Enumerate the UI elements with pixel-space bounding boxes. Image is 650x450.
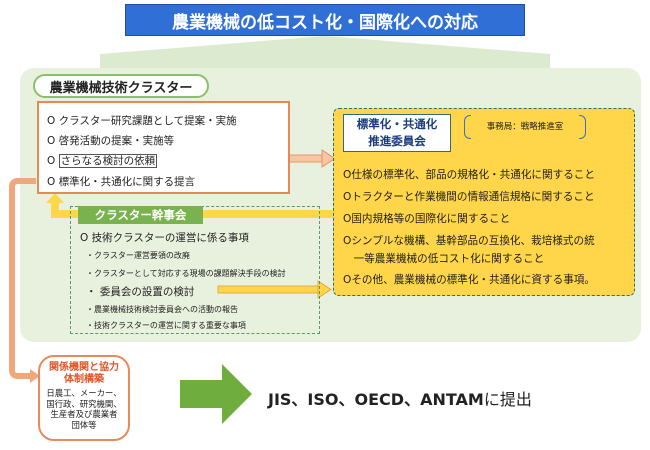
partner-line: 国行政、研究機関、 — [46, 398, 122, 409]
submission-suffix: に提出 — [483, 390, 532, 409]
top-banner-title: 農業機械の低コスト化・国際化への対応 — [125, 4, 525, 36]
orange-loop-arrow — [9, 178, 36, 379]
cluster-title: 農業機械技術クラスター — [33, 74, 209, 98]
proposal-return-arrow — [51, 201, 334, 218]
left-bracket — [464, 115, 471, 139]
partner-title: 関係機関と協力 体制構築 — [49, 362, 119, 385]
executive-item: ・クラスター運営要領の改廃 — [86, 251, 190, 260]
executive-title: クラスター幹事会 — [78, 206, 203, 224]
committee-item: O仕様の標準化、部品の規格化・共通化に関すること — [343, 169, 595, 181]
partner-box: 関係機関と協力 体制構築 日農工、メーカー、 国行政、研究機関、 生産者及び農業… — [38, 355, 130, 441]
executive-item: ・農業機械技術検討委員会への活動の報告 — [86, 305, 238, 314]
committee-item: Oトラクターと作業機間の情報通信規格に関すること — [343, 191, 595, 203]
submission-standards: JIS、ISO、OECD、ANTAM — [268, 390, 484, 409]
committee-item: Oシンプルな機構、基幹部品の互換化、栽培様式の統 — [343, 235, 595, 247]
committee-title-line2: 推進委員会 — [368, 134, 426, 148]
partner-line: 生産者及び農業者 — [50, 409, 118, 419]
cluster-item: O 啓発活動の提案・実施等 — [47, 135, 175, 147]
cluster-item: O 標準化・共通化に関する提言 — [47, 176, 196, 188]
committee-title-line1: 標準化・共通化 — [356, 117, 438, 131]
setup-arrow-head — [317, 280, 332, 299]
partner-line: 日農工、メーカー、 — [46, 388, 122, 398]
executive-item: ・技術クラスターの運営に関する重要な事項 — [86, 321, 246, 330]
upward-arrow-shape — [100, 36, 550, 70]
partner-line: 団体等 — [71, 419, 97, 430]
request-arrow-head — [321, 149, 336, 168]
cluster-box: O クラスター研究課題として提案・実施 O 啓発活動の提案・実施等 O さらなる… — [37, 101, 290, 194]
committee-item: 一等農業機械の低コスト化に関すること — [343, 253, 545, 265]
executive-item: ・クラスターとして対応する現場の課題解決手段の検討 — [86, 269, 286, 278]
committee-title: 標準化・共通化 推進委員会 — [343, 114, 451, 152]
committee-item: O国内規格等の国際化に関すること — [343, 213, 511, 225]
submit-arrow — [180, 364, 252, 424]
right-bracket — [579, 115, 586, 139]
cluster-item: O さらなる検討の依頼 — [47, 154, 158, 168]
proposal-return-arrowhead — [46, 193, 64, 203]
cluster-item: O クラスター研究課題として提案・実施 — [47, 115, 237, 127]
secretariat-note: 事務局：戦略推進室 — [464, 115, 586, 139]
orange-loop-arrowhead — [30, 369, 40, 383]
executive-item: O 技術クラスターの運営に係る事項 — [80, 232, 249, 244]
submission-text: JIS、ISO、OECD、ANTAMに提出 — [268, 386, 648, 412]
committee-item: Oその他、農業機械の標準化・共通化に資する事項。 — [343, 274, 595, 286]
executive-item: ・ 委員会の設置の検討 — [86, 286, 195, 298]
committee-box — [333, 108, 635, 296]
